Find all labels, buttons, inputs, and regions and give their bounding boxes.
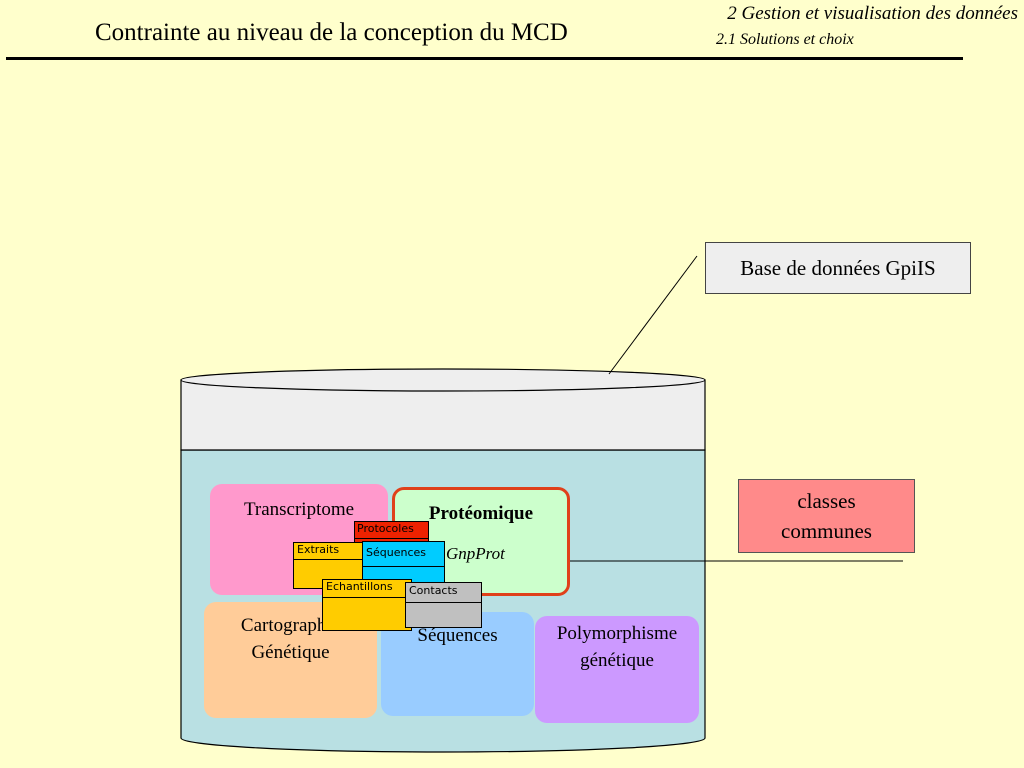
header-divider — [6, 57, 963, 60]
domain-polymorphisme: Polymorphisme génétique — [535, 616, 699, 723]
common-classes-line1: classes — [797, 489, 856, 513]
subsection-heading: 2.1 Solutions et choix — [716, 31, 854, 48]
class-sequences: Séquences — [362, 541, 445, 583]
domain-proteomique-label: Protéomique — [428, 503, 534, 524]
class-extraits-name: Extraits — [294, 543, 362, 560]
class-echantillons-name: Echantillons — [323, 580, 411, 598]
class-contacts: Contacts — [405, 582, 482, 628]
domain-cartographie-line2: Génétique — [251, 642, 330, 663]
common-classes-label: classes communes — [738, 479, 915, 553]
domain-polymorphisme-line2: génétique — [580, 650, 654, 671]
gnpprot-label: GnpProt — [446, 544, 505, 563]
database-label: Base de données GpiIS — [705, 242, 971, 294]
common-classes-line2: communes — [781, 519, 872, 543]
class-sequences-name: Séquences — [363, 542, 444, 567]
page-title: Contrainte au niveau de la conception du… — [95, 19, 568, 46]
section-heading: 2 Gestion et visualisation des données — [727, 3, 1018, 24]
domain-sequences-label: Séquences — [417, 625, 498, 646]
domain-transcriptome-label: Transcriptome — [243, 499, 355, 520]
domain-cartographie-line1: Cartographie — [240, 615, 341, 636]
database-connector-line — [608, 255, 698, 375]
class-protocoles-name: Protocoles — [355, 522, 428, 539]
domain-polymorphisme-line1: Polymorphisme — [556, 623, 678, 644]
class-echantillons: Echantillons — [322, 579, 412, 631]
class-contacts-name: Contacts — [406, 583, 481, 603]
